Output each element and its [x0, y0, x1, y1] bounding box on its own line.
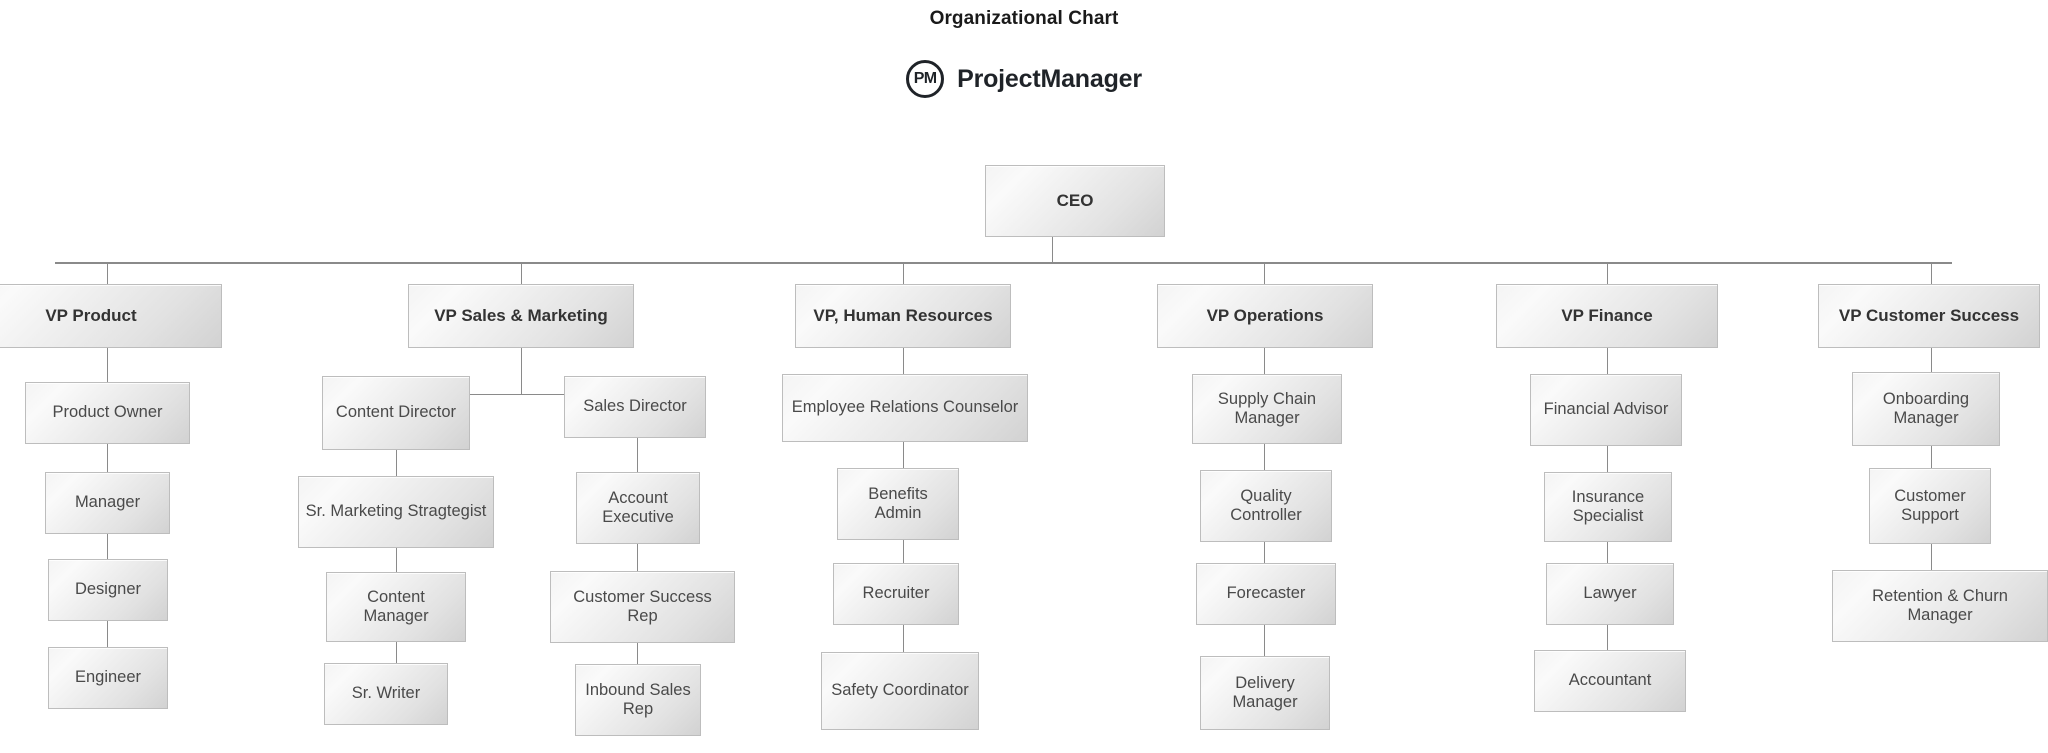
node-customer-support[interactable]: Customer Support [1869, 468, 1991, 544]
node-designer[interactable]: Designer [48, 559, 168, 621]
connector-supply-chain-quality-controller [1264, 444, 1265, 470]
connector-recruiter-safety-coordinator [903, 625, 904, 652]
connector-forecaster-delivery-manager [1264, 625, 1265, 656]
node-manager[interactable]: Manager [45, 472, 170, 534]
connector-drop-vp-ops [1264, 262, 1265, 284]
connector-vp-finance-financial-advisor [1607, 348, 1608, 374]
connector-benefits-admin-recruiter [903, 540, 904, 563]
connector-vp-cs-onboarding-manager [1931, 348, 1932, 372]
node-vp-human-resources[interactable]: VP, Human Resources [795, 284, 1011, 348]
connector-vp-product-product-owner [107, 348, 108, 382]
connector-financial-advisor-insurance-specialist [1607, 446, 1608, 472]
node-vp-finance[interactable]: VP Finance [1496, 284, 1718, 348]
connector-insurance-specialist-lawyer [1607, 542, 1608, 563]
connector-vp-sales-split-bar [395, 394, 640, 395]
node-delivery-manager[interactable]: Delivery Manager [1200, 656, 1330, 730]
node-vp-product[interactable]: VP Product [0, 284, 222, 348]
connector-product-owner-manager [107, 444, 108, 472]
node-quality-controller[interactable]: Quality Controller [1200, 470, 1332, 542]
project-manager-logo-icon: PM [906, 60, 945, 98]
connector-customer-support-retention [1931, 544, 1932, 570]
brand-name: ProjectManager [957, 64, 1142, 93]
node-sr-writer[interactable]: Sr. Writer [324, 663, 448, 725]
connector-lawyer-accountant [1607, 625, 1608, 650]
connector-drop-vp-product [107, 262, 108, 284]
node-content-director[interactable]: Content Director [322, 376, 470, 450]
connector-ceo-drop [1052, 237, 1053, 262]
connector-employee-relations-benefits-admin [903, 442, 904, 468]
node-product-owner[interactable]: Product Owner [25, 382, 190, 444]
node-content-manager[interactable]: Content Manager [326, 572, 466, 642]
connector-content-manager-sr-writer [396, 642, 397, 663]
node-customer-success-rep[interactable]: Customer Success Rep [550, 571, 735, 643]
connector-manager-designer [107, 534, 108, 559]
node-lawyer[interactable]: Lawyer [1546, 563, 1674, 625]
connector-content-director-sr-marketing [396, 450, 397, 476]
node-retention-churn-manager[interactable]: Retention & Churn Manager [1832, 570, 2048, 642]
brand-initials: PM [913, 70, 937, 87]
node-onboarding-manager[interactable]: Onboarding Manager [1852, 372, 2000, 446]
node-account-executive[interactable]: Account Executive [576, 472, 700, 544]
connector-sr-marketing-content-manager [396, 548, 397, 572]
node-supply-chain-manager[interactable]: Supply Chain Manager [1192, 374, 1342, 444]
page-title: Organizational Chart [929, 8, 1119, 29]
node-forecaster[interactable]: Forecaster [1196, 563, 1336, 625]
connector-designer-engineer [107, 621, 108, 647]
connector-drop-vp-finance [1607, 262, 1608, 284]
connector-sales-director-account-exec [637, 438, 638, 472]
node-vp-sales-marketing[interactable]: VP Sales & Marketing [408, 284, 634, 348]
node-vp-customer-success[interactable]: VP Customer Success [1818, 284, 2040, 348]
connector-account-exec-customer-success-rep [637, 544, 638, 571]
node-inbound-sales-rep[interactable]: Inbound Sales Rep [575, 664, 701, 736]
connector-customer-success-rep-inbound [637, 643, 638, 664]
node-vp-operations[interactable]: VP Operations [1157, 284, 1373, 348]
node-ceo[interactable]: CEO [985, 165, 1165, 237]
node-employee-relations-counselor[interactable]: Employee Relations Counselor [782, 374, 1028, 442]
node-sr-marketing-stragtegist[interactable]: Sr. Marketing Stragtegist [298, 476, 494, 548]
connector-vp-sales-split-drop [521, 348, 522, 394]
node-benefits-admin[interactable]: Benefits Admin [837, 468, 959, 540]
connector-onboarding-customer-support [1931, 446, 1932, 468]
connector-drop-vp-cs [1931, 262, 1932, 284]
node-recruiter[interactable]: Recruiter [833, 563, 959, 625]
node-safety-coordinator[interactable]: Safety Coordinator [821, 652, 979, 730]
connector-drop-vp-sales [521, 262, 522, 284]
node-engineer[interactable]: Engineer [48, 647, 168, 709]
connector-quality-controller-forecaster [1264, 542, 1265, 563]
node-insurance-specialist[interactable]: Insurance Specialist [1544, 472, 1672, 542]
brand-logo: PM ProjectManager [0, 60, 2048, 98]
node-financial-advisor[interactable]: Financial Advisor [1530, 374, 1682, 446]
connector-level1-bus [55, 262, 1952, 264]
connector-drop-vp-hr [903, 262, 904, 284]
node-accountant[interactable]: Accountant [1534, 650, 1686, 712]
connector-vp-hr-employee-relations [903, 348, 904, 374]
connector-vp-ops-supply-chain [1264, 348, 1265, 374]
node-sales-director[interactable]: Sales Director [564, 376, 706, 438]
